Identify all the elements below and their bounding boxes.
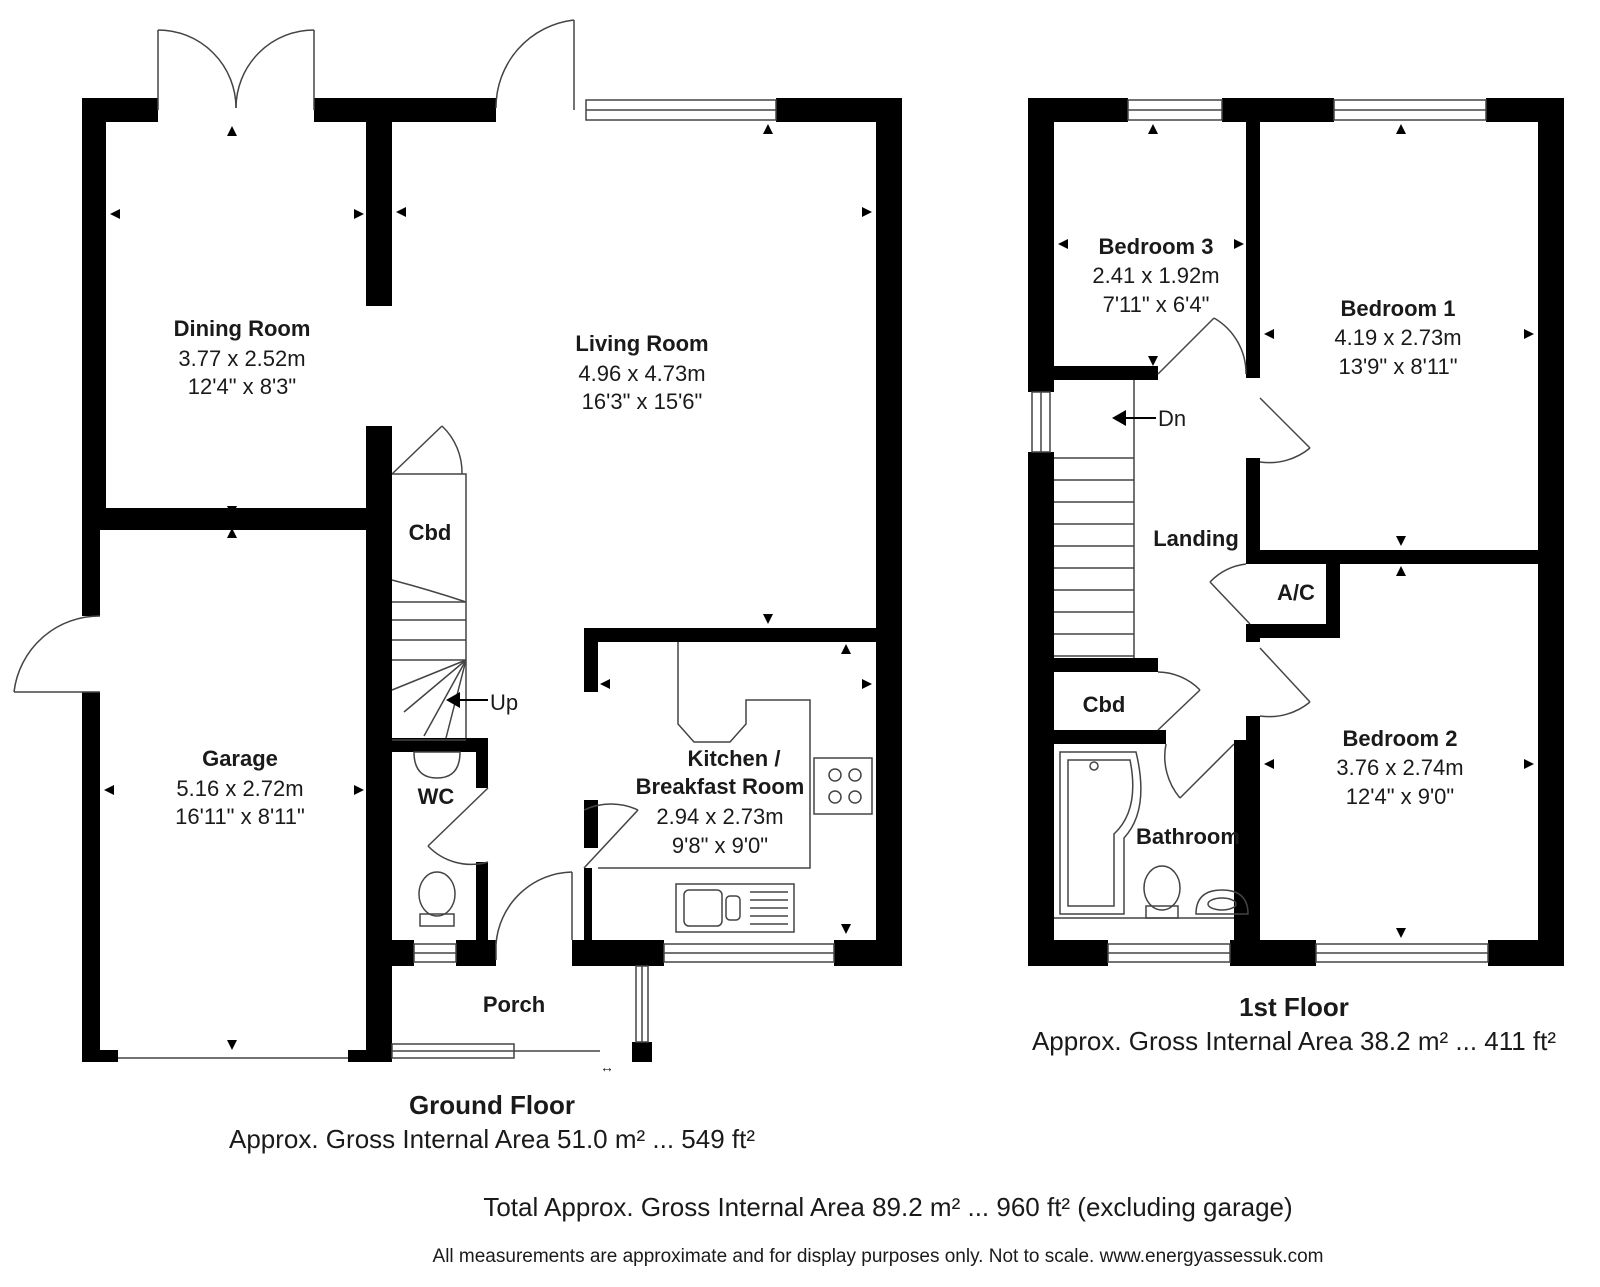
kitchen-name-line1: Kitchen / — [688, 746, 781, 771]
ground-floor-walls — [82, 98, 902, 1062]
first-cbd-name: Cbd — [1083, 692, 1126, 717]
garage-imperial: 16'11" x 8'11" — [175, 804, 305, 829]
living-room-metric: 4.96 x 4.73m — [578, 361, 705, 386]
bedroom1-metric: 4.19 x 2.73m — [1334, 325, 1461, 350]
ground-floor-title: Ground Floor — [409, 1090, 575, 1120]
living-room-name: Living Room — [575, 331, 708, 356]
slide-arrow-icon: ↔ — [600, 1059, 614, 1075]
kitchen-metric: 2.94 x 2.73m — [656, 804, 783, 829]
first-floor-windows-doors — [1031, 99, 1489, 963]
bedroom3-metric: 2.41 x 1.92m — [1092, 263, 1219, 288]
bedroom3-imperial: 7'11" x 6'4" — [1103, 292, 1210, 317]
ground-floor-windows-doors — [13, 19, 873, 1059]
bedroom1-name: Bedroom 1 — [1341, 296, 1456, 321]
dining-room-name: Dining Room — [174, 316, 311, 341]
ground-floor-plan: ↔ — [13, 19, 902, 1075]
stairs-down-label: Dn — [1158, 406, 1186, 431]
bedroom2-imperial: 12'4" x 9'0" — [1346, 784, 1454, 809]
kitchen-imperial: 9'8" x 9'0" — [672, 833, 768, 858]
ground-floor-markers — [104, 124, 872, 1050]
bedroom2-metric: 3.76 x 2.74m — [1336, 755, 1463, 780]
ac-name: A/C — [1277, 580, 1315, 605]
bedroom2-name: Bedroom 2 — [1343, 726, 1458, 751]
porch-name: Porch — [483, 992, 545, 1017]
dining-room-metric: 3.77 x 2.52m — [178, 346, 305, 371]
garage-name: Garage — [202, 746, 278, 771]
bedroom3-name: Bedroom 3 — [1099, 234, 1214, 259]
first-floor-area: Approx. Gross Internal Area 38.2 m² ... … — [1032, 1026, 1556, 1056]
garage-metric: 5.16 x 2.72m — [176, 776, 303, 801]
first-floor-markers — [1058, 124, 1534, 938]
wc-name: WC — [418, 784, 455, 809]
disclaimer: All measurements are approximate and for… — [433, 1246, 1324, 1267]
living-room-imperial: 16'3" x 15'6" — [582, 389, 703, 414]
first-floor-walls — [1028, 98, 1564, 966]
ground-cbd-name: Cbd — [409, 520, 452, 545]
first-floor-plan — [1028, 98, 1564, 966]
room-labels: Dining Room 3.77 x 2.52m 12'4" x 8'3" Li… — [174, 234, 1464, 1017]
stairs-up-label: Up — [490, 690, 518, 715]
total-area: Total Approx. Gross Internal Area 89.2 m… — [483, 1192, 1292, 1222]
dining-room-imperial: 12'4" x 8'3" — [188, 374, 296, 399]
bedroom1-imperial: 13'9" x 8'11" — [1338, 354, 1457, 379]
floor-captions: Ground Floor Approx. Gross Internal Area… — [229, 992, 1556, 1267]
kitchen-name-line2: Breakfast Room — [636, 774, 805, 799]
first-floor-title: 1st Floor — [1239, 992, 1349, 1022]
bathroom-name: Bathroom — [1136, 824, 1240, 849]
landing-name: Landing — [1153, 526, 1239, 551]
ground-floor-area: Approx. Gross Internal Area 51.0 m² ... … — [229, 1124, 755, 1154]
